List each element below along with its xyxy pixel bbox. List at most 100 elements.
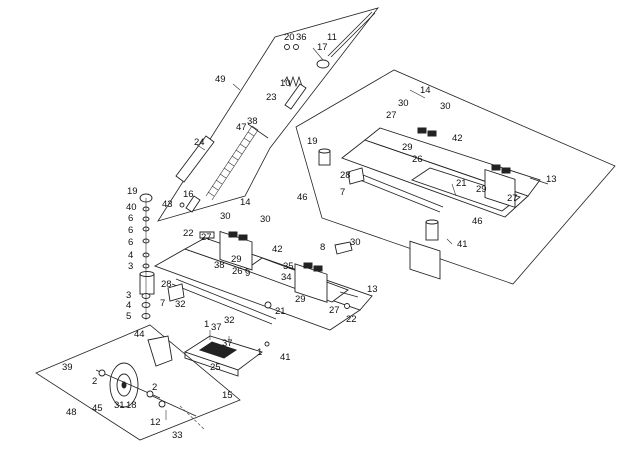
callout-30: 30 bbox=[260, 214, 271, 225]
callout-4: 4 bbox=[126, 300, 131, 311]
callout-40: 40 bbox=[126, 202, 137, 213]
callout-14: 14 bbox=[240, 197, 251, 208]
inset-caster-pivot-right bbox=[484, 168, 516, 208]
callout-5: 5 bbox=[126, 311, 131, 322]
long-spring bbox=[205, 125, 259, 201]
callout-38: 38 bbox=[214, 260, 225, 271]
callout-6: 6 bbox=[128, 225, 133, 236]
callout-24: 24 bbox=[194, 137, 205, 148]
inset-caster-pivot-top bbox=[409, 240, 441, 280]
callout-29: 29 bbox=[231, 254, 242, 265]
callout-10: 10 bbox=[280, 78, 291, 89]
callout-37: 37 bbox=[222, 338, 233, 349]
callout-34: 34 bbox=[281, 272, 292, 283]
callout-46: 46 bbox=[297, 192, 308, 203]
main-frame-assembly bbox=[139, 193, 373, 347]
callout-19: 19 bbox=[127, 186, 138, 197]
handle-tube bbox=[175, 135, 215, 183]
callout-41: 41 bbox=[457, 239, 468, 250]
callout-3: 3 bbox=[126, 290, 131, 301]
callout-4: 4 bbox=[128, 250, 133, 261]
callout-2: 2 bbox=[152, 382, 157, 393]
callout-30: 30 bbox=[220, 211, 231, 222]
callout-35: 35 bbox=[283, 261, 294, 272]
callout-16: 16 bbox=[183, 189, 194, 200]
callout-28: 28 bbox=[340, 170, 351, 181]
callout-12: 12 bbox=[150, 417, 161, 428]
callout-30: 30 bbox=[398, 98, 409, 109]
callout-22: 22 bbox=[346, 314, 357, 325]
callout-29: 29 bbox=[402, 142, 413, 153]
callout-27: 27 bbox=[329, 305, 340, 316]
callout-23: 23 bbox=[266, 92, 277, 103]
bracket-28 bbox=[167, 283, 185, 302]
roller-3 bbox=[139, 273, 155, 295]
callout-42: 42 bbox=[272, 244, 283, 255]
callout-6: 6 bbox=[128, 213, 133, 224]
callout-13: 13 bbox=[546, 174, 557, 185]
knob-part bbox=[316, 59, 330, 69]
tube-part bbox=[284, 83, 307, 110]
callout-17: 17 bbox=[317, 42, 328, 53]
callout-48: 48 bbox=[66, 407, 77, 418]
callout-46: 46 bbox=[472, 216, 483, 227]
caster-wheel-assembly bbox=[35, 324, 241, 441]
callout-1: 1 bbox=[257, 347, 262, 358]
handle-bottom bbox=[185, 195, 201, 213]
callout-22: 22 bbox=[183, 228, 194, 239]
frame-assembly-inset bbox=[295, 69, 616, 285]
callout-2: 2 bbox=[92, 376, 97, 387]
caster-fork-44 bbox=[147, 335, 173, 367]
callout-30: 30 bbox=[350, 237, 361, 248]
callout-13: 13 bbox=[367, 284, 378, 295]
callout-19: 19 bbox=[307, 136, 318, 147]
callout-43: 43 bbox=[162, 199, 173, 210]
callout-15: 15 bbox=[222, 390, 233, 401]
callout-27: 27 bbox=[386, 110, 397, 121]
inset-wheel-46 bbox=[425, 221, 439, 241]
callout-36: 36 bbox=[296, 32, 307, 43]
inset-panel-outline bbox=[295, 69, 616, 285]
callout-28: 28 bbox=[161, 279, 172, 290]
spring-small bbox=[283, 75, 303, 88]
callout-3: 3 bbox=[128, 261, 133, 272]
callout-14: 14 bbox=[420, 85, 431, 96]
callout-7: 7 bbox=[340, 187, 345, 198]
callout-18: 18 bbox=[126, 400, 137, 411]
callout-29: 29 bbox=[295, 294, 306, 305]
callout-1: 1 bbox=[204, 319, 209, 330]
callout-39: 39 bbox=[62, 362, 73, 373]
callout-41: 41 bbox=[280, 352, 291, 363]
callout-6: 6 bbox=[128, 237, 133, 248]
bracket-8 bbox=[334, 241, 353, 255]
callout-11: 11 bbox=[327, 32, 337, 43]
callout-32: 32 bbox=[175, 299, 186, 310]
callout-7: 7 bbox=[160, 298, 165, 309]
caster-pivot-left-right bbox=[294, 263, 328, 303]
callout-31: 31 bbox=[114, 400, 125, 411]
callout-27: 27 bbox=[201, 232, 212, 243]
caster-panel-outline bbox=[35, 324, 241, 441]
callout-26: 26 bbox=[232, 266, 243, 277]
callout-33: 33 bbox=[172, 430, 183, 441]
callout-25: 25 bbox=[210, 362, 221, 373]
callout-20: 20 bbox=[284, 32, 295, 43]
callout-29: 29 bbox=[476, 184, 487, 195]
callout-44: 44 bbox=[134, 329, 145, 340]
callout-26: 26 bbox=[412, 154, 423, 165]
callout-42: 42 bbox=[452, 133, 463, 144]
callout-27: 27 bbox=[507, 193, 518, 204]
callout-49: 49 bbox=[215, 74, 226, 85]
callout-21: 21 bbox=[275, 306, 286, 317]
callout-45: 45 bbox=[92, 403, 103, 414]
callout-37: 37 bbox=[211, 322, 222, 333]
callout-32: 32 bbox=[224, 315, 235, 326]
handle-rod bbox=[327, 11, 373, 57]
handle-assembly bbox=[157, 7, 380, 222]
callout-labels: 20 36 11 17 49 10 23 38 47 24 14 30 30 2… bbox=[62, 32, 557, 441]
handle-panel-outline bbox=[157, 7, 380, 222]
callout-9: 9 bbox=[245, 268, 250, 279]
callout-30: 30 bbox=[440, 101, 451, 112]
callout-8: 8 bbox=[320, 242, 325, 253]
